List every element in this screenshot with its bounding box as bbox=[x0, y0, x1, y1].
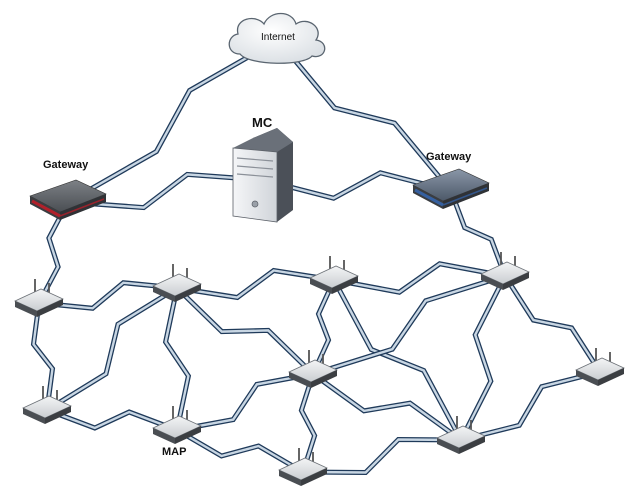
link-ap-3-ap-8 bbox=[310, 277, 337, 377]
access-point-icon-ap-3 bbox=[309, 256, 359, 294]
link-ap-2-ap-8 bbox=[174, 285, 316, 377]
access-point-icon-ap-7 bbox=[152, 406, 202, 444]
link-ap-1-ap-2 bbox=[36, 280, 180, 311]
access-point-icon-ap-9 bbox=[278, 448, 328, 486]
internet-label: Internet bbox=[261, 32, 295, 43]
map-label: MAP bbox=[162, 446, 187, 458]
mc-server-icon bbox=[232, 128, 293, 223]
link-gw-left-mc bbox=[65, 171, 266, 211]
access-point-icon-ap-10 bbox=[436, 416, 486, 454]
link-ap-4-ap-10 bbox=[458, 273, 508, 443]
link-ap-7-ap-8 bbox=[174, 371, 316, 433]
gateway-right-icon bbox=[412, 168, 490, 209]
link-ap-10-ap-11 bbox=[458, 369, 603, 443]
mc-label: MC bbox=[252, 115, 273, 130]
link-ap-2-ap-6 bbox=[44, 285, 180, 413]
link-ap-3-ap-10 bbox=[331, 277, 464, 443]
link-ap-1-ap-6 bbox=[30, 300, 56, 413]
access-point-icon-ap-4 bbox=[480, 252, 530, 290]
link-ap-7-ap-9 bbox=[174, 427, 306, 475]
link-ap-9-ap-10 bbox=[300, 436, 464, 476]
gateway-left-icon bbox=[29, 179, 107, 220]
link-ap-2-ap-3 bbox=[174, 267, 337, 301]
link-gw-right-ap-4 bbox=[448, 188, 508, 279]
link-mc-gw-right bbox=[260, 170, 454, 201]
access-point-icon-ap-6 bbox=[22, 386, 72, 424]
link-ap-4-ap-8 bbox=[310, 273, 508, 377]
link-internet-gw-right bbox=[275, 37, 454, 194]
access-point-icon-ap-2 bbox=[152, 264, 202, 302]
gateway-right-label: Gateway bbox=[426, 151, 472, 163]
link-ap-4-ap-11 bbox=[502, 273, 603, 375]
internet-cloud-icon bbox=[228, 12, 326, 64]
access-point-icon-ap-8 bbox=[288, 350, 338, 388]
link-ap-6-ap-7 bbox=[44, 407, 180, 433]
gateway-left-label: Gateway bbox=[43, 159, 89, 171]
link-ap-8-ap-10 bbox=[310, 371, 464, 443]
links-layer bbox=[30, 37, 603, 476]
access-point-icon-ap-1 bbox=[14, 279, 64, 317]
nodes-layer bbox=[14, 12, 625, 486]
link-ap-3-ap-4 bbox=[331, 261, 508, 295]
link-internet-gw-left bbox=[65, 37, 281, 205]
access-point-icon-ap-11 bbox=[575, 348, 625, 386]
link-ap-8-ap-9 bbox=[298, 371, 318, 475]
link-ap-2-ap-7 bbox=[162, 285, 192, 433]
